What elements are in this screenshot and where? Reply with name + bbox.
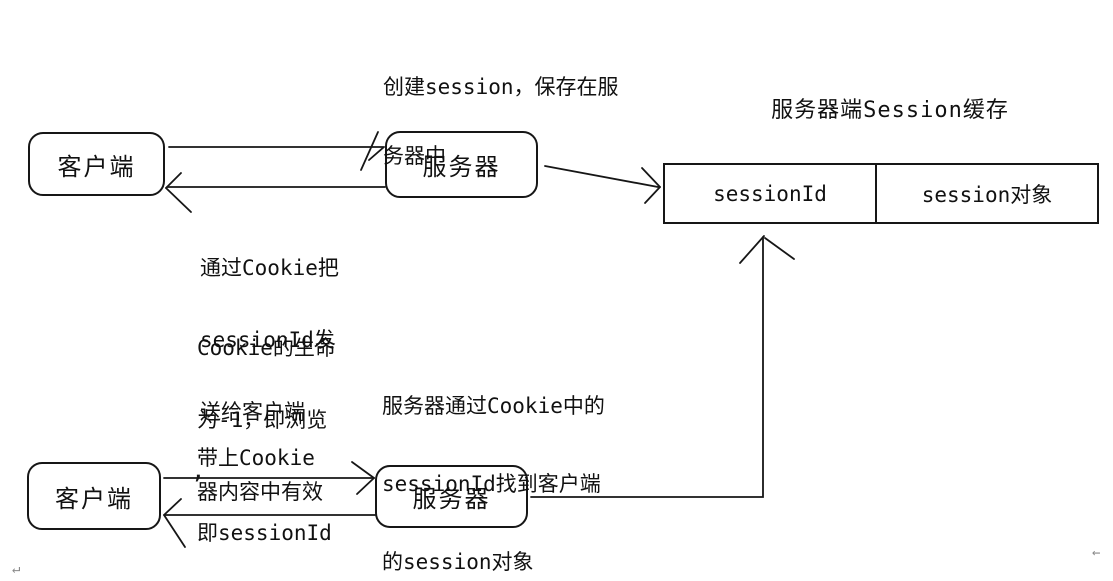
cache-cell-session-object: session对象 — [921, 182, 1053, 207]
cache-title: 服务器端Session缓存 — [771, 98, 1009, 123]
note-cookie-life: Cookie的生命 为-1，即浏览 器内容中有效 — [197, 336, 336, 504]
node-client-top: 客户端 — [28, 132, 165, 196]
arrow-server-to-client-top — [165, 172, 386, 213]
session-cache-table: sessionId session对象 — [663, 163, 1099, 224]
node-server-bottom: 服务器 — [375, 465, 528, 528]
arrow-server-to-cache — [544, 165, 661, 204]
cache-cell-sessionid: sessionId — [665, 165, 877, 222]
arrow-server-to-client-bottom — [163, 498, 376, 548]
node-client-top-label: 客户端 — [57, 152, 136, 181]
note-bring-cookie: 带上Cookie 即sessionId — [197, 446, 332, 545]
arrow-client-to-server-top — [168, 131, 385, 171]
arrow-client-to-server-bottom — [163, 461, 375, 495]
node-client-bottom-label: 客户端 — [55, 484, 133, 513]
node-server-top-label: 服务器 — [422, 153, 501, 181]
node-server-top: 服务器 — [385, 131, 538, 198]
note-server-find: 服务器通过Cookie中的 sessionId找到客户端 的session对象 — [382, 394, 605, 574]
node-client-bottom: 客户端 — [27, 462, 161, 530]
note-cookie-send: 通过Cookie把 sessionId发 送给客户端 — [200, 256, 339, 424]
comma-mark: , — [191, 456, 206, 484]
return-mark-right: ← — [1092, 545, 1101, 561]
arrow-server-bottom-to-cache — [530, 235, 795, 498]
node-server-bottom-label: 服务器 — [412, 485, 491, 513]
note-create-session: 创建session，保存在服 务器中 — [383, 75, 619, 168]
return-mark-left: ↵ — [12, 561, 21, 577]
